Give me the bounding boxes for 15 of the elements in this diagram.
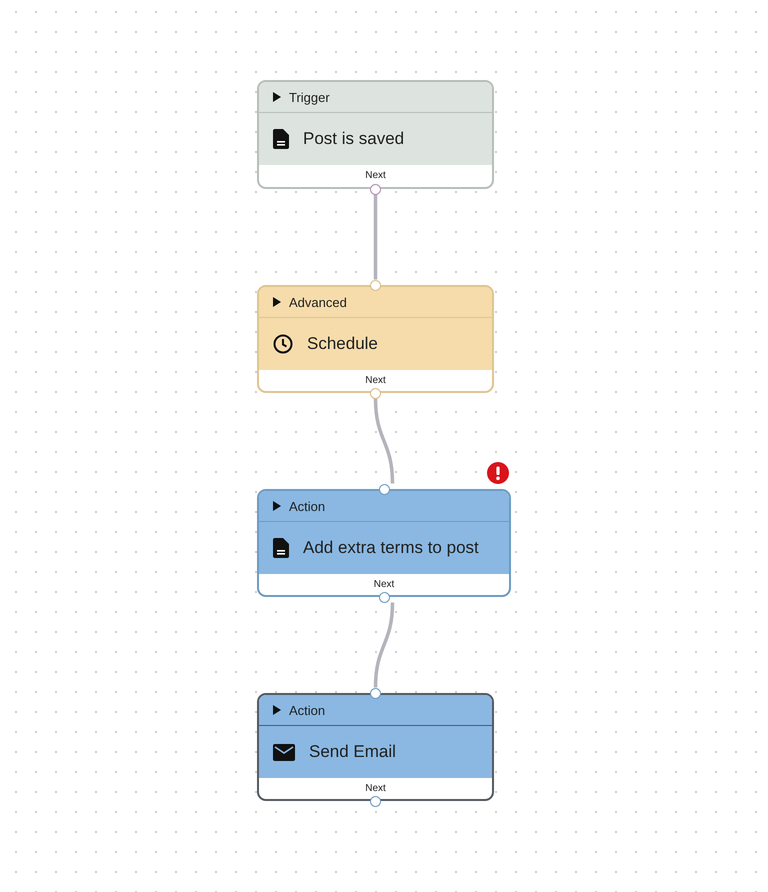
node-title: Send Email <box>309 742 396 762</box>
connector-line <box>374 398 394 484</box>
next-label: Next <box>365 170 386 181</box>
node-type-label: Action <box>289 498 326 514</box>
connector-line <box>374 194 378 280</box>
node-title: Schedule <box>307 334 378 354</box>
node-type-label: Trigger <box>289 90 330 104</box>
next-label: Next <box>374 579 394 590</box>
next-label: Next <box>365 783 386 794</box>
node-title: Post is saved <box>303 129 404 149</box>
node-type-label: Action <box>289 702 326 718</box>
next-label: Next <box>365 375 386 386</box>
connector-line <box>374 602 394 688</box>
node-title: Add extra terms to post <box>303 538 479 558</box>
node-type-label: Advanced <box>289 294 347 310</box>
